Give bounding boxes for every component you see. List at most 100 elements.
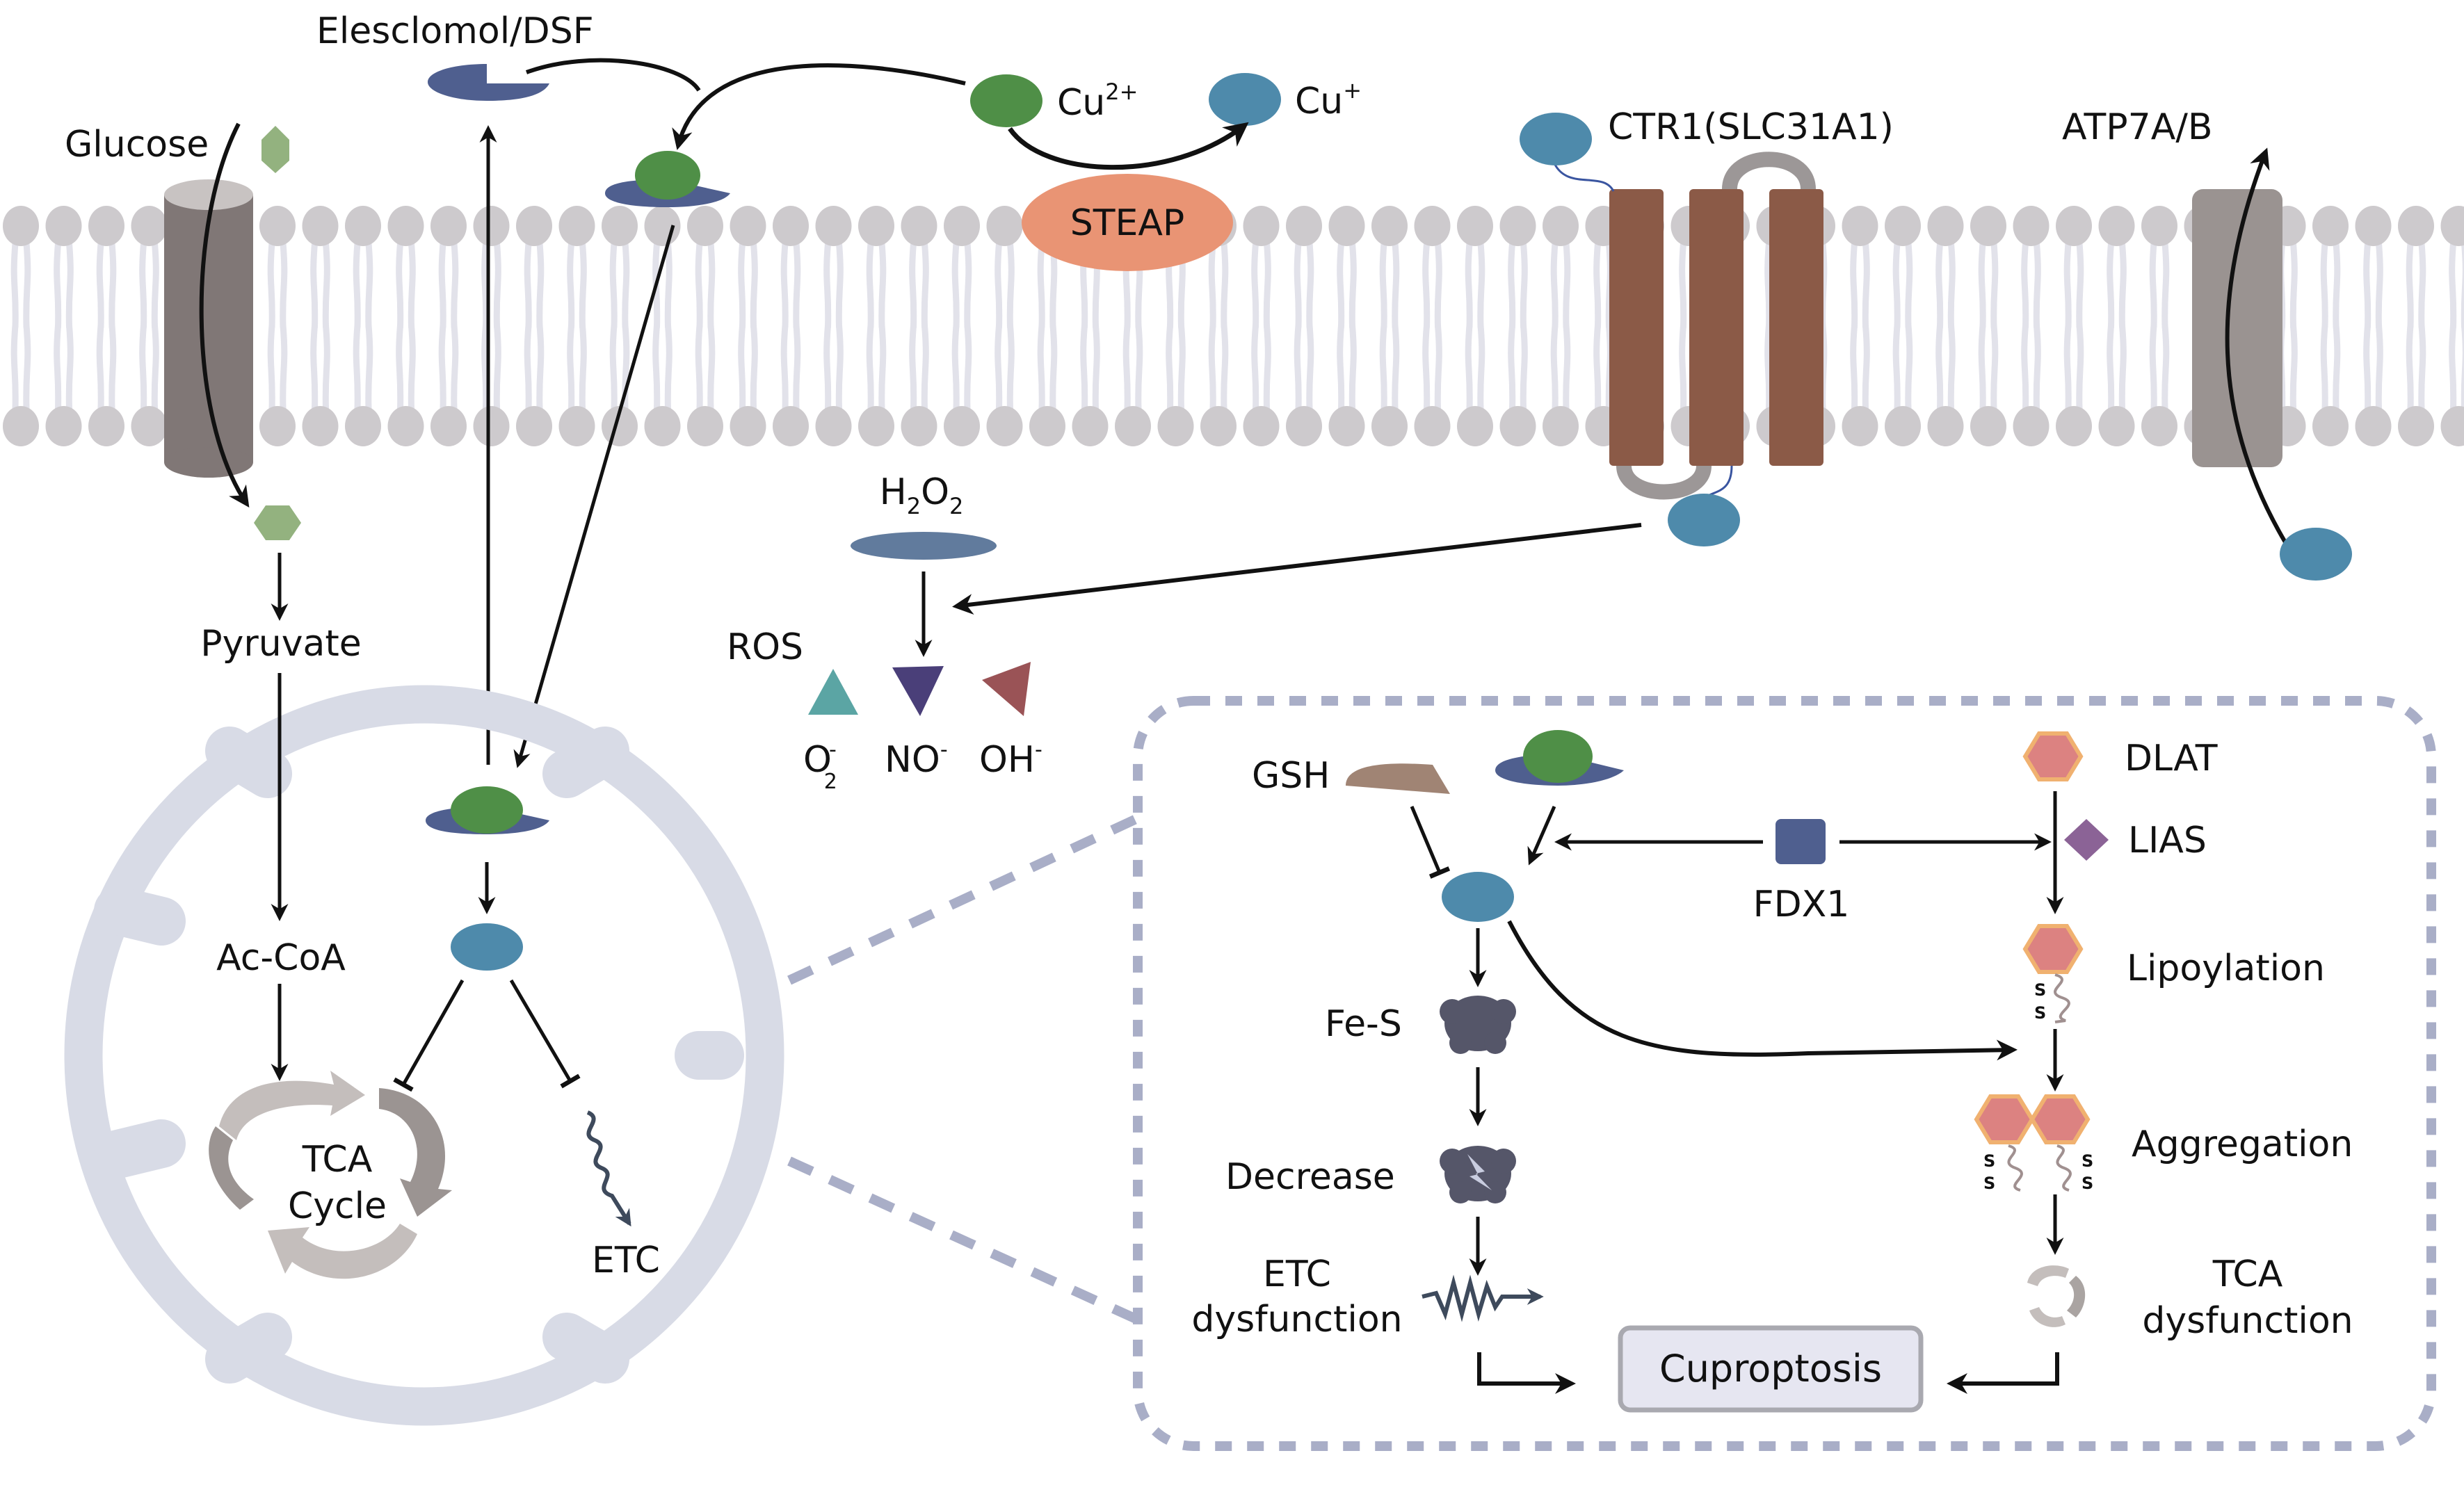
lipid-tail [1306,322,1314,412]
lipid-tail [536,322,545,412]
lipid-tail [1508,322,1516,412]
lipid-tail [2449,240,2457,330]
lipid-tail [738,322,746,412]
ctr1-transporter: CTR1(SLC31A1) [1520,106,1894,546]
lipid-tail [310,240,319,330]
lipid-head [1457,206,1493,246]
lipid-tail [1166,322,1174,412]
cu1-mito-icon [451,923,523,971]
lipid-tail [1092,322,1100,412]
lipid-tail [353,322,361,412]
lipid-tail [1263,322,1271,412]
lipid-tail [524,322,532,412]
lipid-tail [2333,322,2341,412]
lipid-head [644,406,681,446]
lipid-head [644,206,681,246]
lipid-tail [2320,322,2328,412]
lipid-tail [1679,240,1687,330]
lipid-tail [1508,240,1516,330]
dlat-hexagon-icon [2022,731,2084,781]
lipid-head [2098,406,2135,446]
lipid-tail [567,322,575,412]
lipid-tail [2033,240,2041,330]
lipid-tail [1177,322,1186,412]
cu2-ion-icon [970,74,1042,127]
lipid-tail [322,322,330,412]
tca-to-cuproptosis-arrow [1947,1352,2059,1394]
lipid-head [1543,406,1579,446]
lipid-head [3,406,39,446]
lipid-tail [964,240,972,330]
lipid-tail [823,240,832,330]
lipid-tail [23,322,31,412]
lipid-tail [396,240,404,330]
lipid-tail [707,240,716,330]
cuproptosis-box [1618,1325,1924,1413]
lipid-tail [10,240,19,330]
lipid-tail [1520,240,1528,330]
lipid-tail [353,240,361,330]
lipid-head [1371,406,1408,446]
cu2-to-complex-arrow [672,63,966,150]
lipid-head [558,206,595,246]
lipid-tail [2418,322,2426,412]
lipid-head [516,406,552,446]
lipid-tail [481,322,490,412]
lipid-tail [2076,322,2084,412]
lipid-tail [10,322,19,412]
lipid-head [473,406,510,446]
lipid-tail [1392,322,1400,412]
sulfur-label: S [2081,1174,2093,1193]
lipid-head [2056,206,2092,246]
lipid-tail [1990,240,1999,330]
lipid-tail [1850,240,1858,330]
etc-dys-label-line2: dysfunction [1191,1299,1402,1340]
lipid-tail [1550,240,1559,330]
lipid-tail [1434,240,1442,330]
elesclomol-label: Elesclomol/DSF [316,10,594,52]
lipid-tail [365,240,373,330]
lipid-head [1927,206,1964,246]
lipid-tail [609,322,618,412]
lipid-tail [1348,240,1357,330]
hydroxyl-triangle-icon [982,662,1031,716]
lipid-tail [1593,240,1602,330]
etc-dysfunction-wave-icon [1422,1274,1544,1322]
lipid-tail [310,322,319,412]
ionophore-binding-arrow [525,58,701,92]
lipid-head [2056,406,2092,446]
lipid-tail [2107,240,2115,330]
lipid-tail [1764,322,1773,412]
no-label: NO- [885,738,948,781]
lipid-head [2098,206,2135,246]
lipid-tail [750,322,758,412]
cu1-exported [2280,528,2352,581]
lipid-tail [1978,322,1986,412]
lipid-tail [2149,322,2157,412]
lipid-tail [695,240,703,330]
lipid-tail [1990,322,1999,412]
tca-dysfunction-icon [2027,1265,2086,1327]
lipid-tail [750,240,758,330]
tca-dys-label-line1: TCA [2212,1254,2283,1295]
lipid-tail [579,240,587,330]
lipid-tail [878,322,887,412]
lipid-head [1543,206,1579,246]
lipid-head [387,406,424,446]
lipid-tail [1251,240,1259,330]
lipid-tail [322,240,330,330]
lipid-tail [2375,240,2383,330]
lipid-tail [995,240,1003,330]
lipid-tail [1434,322,1442,412]
lipid-tail [2149,240,2157,330]
sulfur-label: S [2081,1151,2093,1171]
lipid-tail [1477,240,1485,330]
lipid-tail [823,322,832,412]
lipid-tail [1935,322,1944,412]
lipid-head [602,206,638,246]
lipid-head [1970,206,2006,246]
lipid-tail [1037,322,1045,412]
fes-label: Fe-S [1325,1003,1402,1045]
accoa-label: Ac-CoA [216,937,346,979]
